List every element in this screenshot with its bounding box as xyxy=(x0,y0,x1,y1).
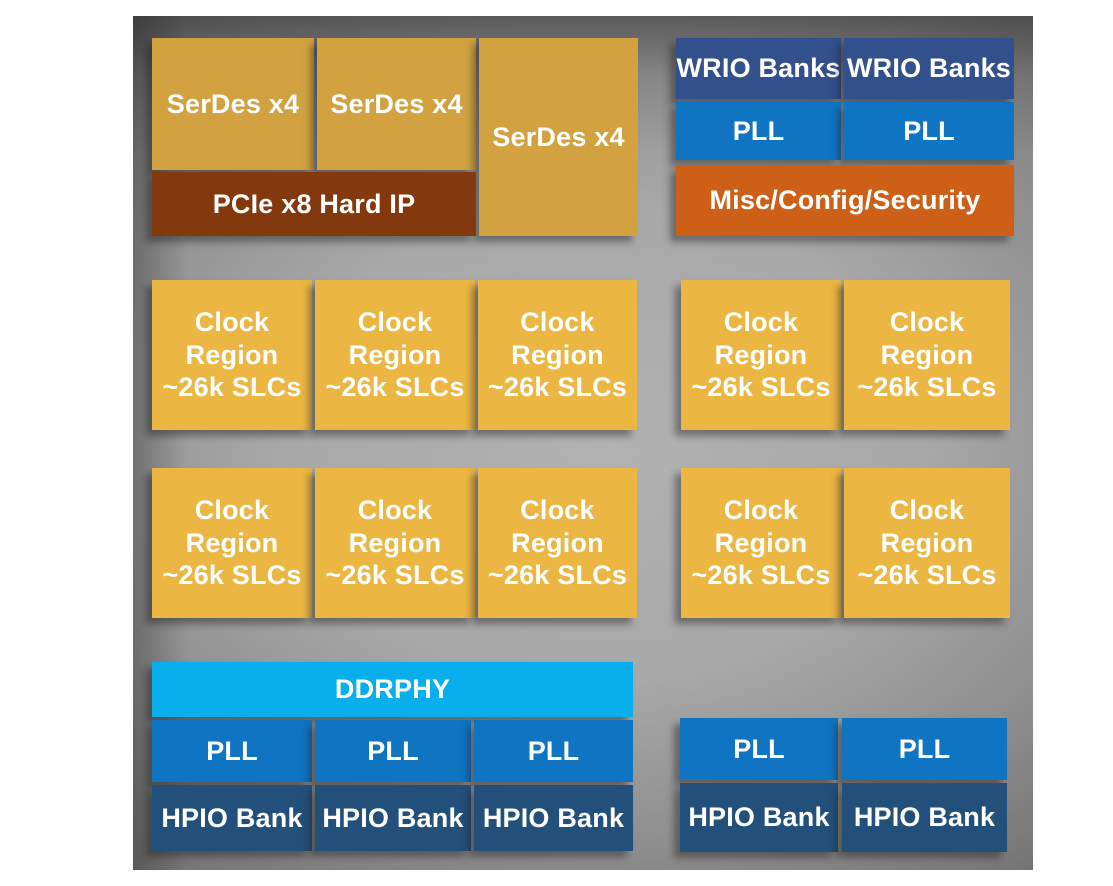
serdes-label: SerDes x4 xyxy=(330,88,463,119)
clock-region-block: Clock Region ~26k SLCs xyxy=(681,280,841,430)
wrio-banks-block: WRIO Banks xyxy=(676,38,841,99)
clock-region-block: Clock Region ~26k SLCs xyxy=(844,468,1010,618)
hpio-bank-label: HPIO Bank xyxy=(482,802,625,833)
clock-region-label: Clock Region ~26k SLCs xyxy=(857,306,997,403)
pll-block: PLL xyxy=(676,102,841,160)
clock-region-label: Clock Region ~26k SLCs xyxy=(162,494,302,591)
clock-region-block: Clock Region ~26k SLCs xyxy=(152,280,312,430)
clock-region-block: Clock Region ~26k SLCs xyxy=(681,468,841,618)
hpio-bank-block: HPIO Bank xyxy=(315,785,471,851)
hpio-bank-label: HPIO Bank xyxy=(322,802,464,833)
clock-region-label: Clock Region ~26k SLCs xyxy=(487,494,628,591)
hpio-bank-block: HPIO Bank xyxy=(842,783,1007,852)
clock-region-block: Clock Region ~26k SLCs xyxy=(152,468,312,618)
pll-label: PLL xyxy=(898,733,951,764)
pll-label: PLL xyxy=(206,735,258,766)
hpio-bank-label: HPIO Bank xyxy=(161,802,303,833)
clock-region-label: Clock Region ~26k SLCs xyxy=(691,306,831,403)
serdes-label: SerDes x4 xyxy=(166,88,300,119)
pll-label: PLL xyxy=(367,735,419,766)
chip-floorplan-panel: SerDes x4 SerDes x4 SerDes x4 PCIe x8 Ha… xyxy=(133,16,1033,870)
hpio-bank-label: HPIO Bank xyxy=(853,802,996,833)
clock-region-block: Clock Region ~26k SLCs xyxy=(315,280,475,430)
wrio-banks-label: WRIO Banks xyxy=(846,53,1012,84)
wrio-banks-label: WRIO Banks xyxy=(676,53,841,84)
pll-block: PLL xyxy=(842,718,1007,780)
pll-label: PLL xyxy=(733,733,785,764)
clock-region-block: Clock Region ~26k SLCs xyxy=(478,468,637,618)
pll-block: PLL xyxy=(844,102,1014,160)
clock-region-block: Clock Region ~26k SLCs xyxy=(478,280,637,430)
pcie-hard-ip-label: PCIe x8 Hard IP xyxy=(212,188,416,219)
pll-block: PLL xyxy=(474,720,633,782)
serdes-block: SerDes x4 xyxy=(479,38,638,236)
clock-region-block: Clock Region ~26k SLCs xyxy=(844,280,1010,430)
pcie-hard-ip-block: PCIe x8 Hard IP xyxy=(152,172,476,236)
serdes-label: SerDes x4 xyxy=(492,121,625,152)
pll-label: PLL xyxy=(527,735,580,766)
pll-block: PLL xyxy=(315,720,471,782)
hpio-bank-block: HPIO Bank xyxy=(152,785,312,851)
clock-region-label: Clock Region ~26k SLCs xyxy=(325,494,465,591)
pll-block: PLL xyxy=(152,720,312,782)
clock-region-label: Clock Region ~26k SLCs xyxy=(325,306,465,403)
ddrphy-block: DDRPHY xyxy=(152,662,633,717)
clock-region-label: Clock Region ~26k SLCs xyxy=(162,306,302,403)
hpio-bank-block: HPIO Bank xyxy=(680,783,838,852)
pll-label: PLL xyxy=(732,115,785,146)
clock-region-label: Clock Region ~26k SLCs xyxy=(487,306,628,403)
clock-region-label: Clock Region ~26k SLCs xyxy=(691,494,831,591)
misc-config-security-block: Misc/Config/Security xyxy=(676,165,1014,236)
serdes-block: SerDes x4 xyxy=(152,38,314,170)
serdes-block: SerDes x4 xyxy=(317,38,476,170)
clock-region-block: Clock Region ~26k SLCs xyxy=(315,468,475,618)
wrio-banks-block: WRIO Banks xyxy=(844,38,1014,99)
clock-region-label: Clock Region ~26k SLCs xyxy=(857,494,997,591)
ddrphy-label: DDRPHY xyxy=(334,674,451,705)
pll-label: PLL xyxy=(903,115,955,146)
hpio-bank-label: HPIO Bank xyxy=(688,802,830,833)
hpio-bank-block: HPIO Bank xyxy=(474,785,633,851)
pll-block: PLL xyxy=(680,718,838,780)
misc-config-security-label: Misc/Config/Security xyxy=(709,185,981,216)
